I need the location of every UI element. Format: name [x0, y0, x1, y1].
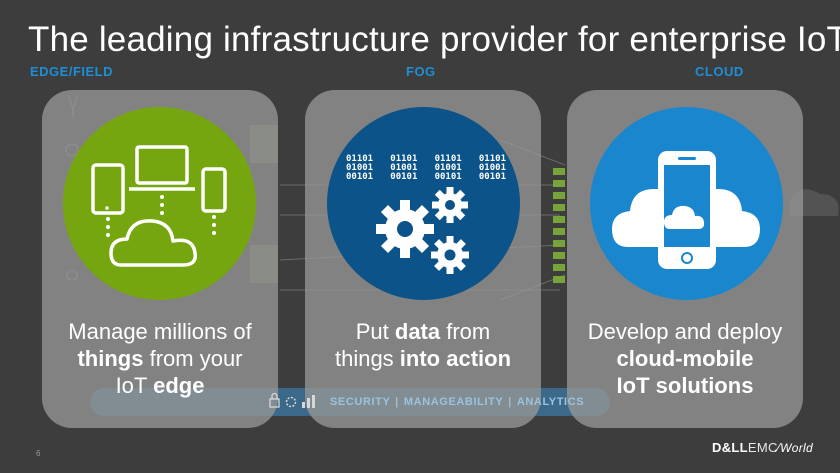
cloud-caption: Develop and deploy cloud-mobile IoT solu…: [567, 318, 803, 399]
analytics-label: ANALYTICS: [516, 396, 585, 408]
edge-circle: [63, 107, 256, 300]
binary-cell: 01101: [478, 154, 506, 164]
binary-cell: 00101: [434, 172, 462, 182]
logo-dell: D&LL: [712, 440, 748, 455]
binary-cell: 01001: [390, 163, 418, 173]
edge-caption-line1: Manage millions of: [68, 319, 252, 344]
fog-caption-tail: things: [334, 346, 400, 371]
tier-label-fog: FOG: [406, 64, 436, 79]
page-title: The leading infrastructure provider for …: [28, 20, 840, 59]
edge-caption: Manage millions of things from your IoT …: [42, 318, 278, 399]
binary-cell: 01101: [390, 154, 418, 164]
cloud-circle: [590, 107, 783, 300]
edge-caption-bold1: things: [77, 346, 144, 371]
cloud-caption-bold2: IoT solutions: [616, 373, 754, 398]
security-icons: [269, 392, 315, 408]
binary-cell: 01101: [434, 154, 462, 164]
mobile-cloud-icon: [612, 151, 760, 269]
tier-label-cloud: CLOUD: [695, 64, 744, 79]
logo-slash: ∕: [777, 440, 781, 455]
binary-cell: 00101: [346, 172, 374, 182]
slide-number: 6: [36, 449, 41, 458]
security-label: SECURITY: [330, 396, 391, 408]
cloud-caption-line1: Develop and deploy: [587, 319, 783, 344]
binary-cell: 01101: [346, 154, 374, 164]
binary-data: 01101 01101 01101 01101 01001 01001 0100…: [346, 155, 506, 182]
binary-cell: 00101: [390, 172, 418, 182]
binary-cell: 01001: [478, 163, 506, 173]
logo-world: World: [780, 441, 813, 455]
binary-cell: 01001: [346, 163, 374, 173]
fog-caption-pre: Put: [355, 319, 395, 344]
connected-devices-icon: [91, 145, 227, 267]
edge-caption-bold2: edge: [153, 373, 205, 398]
logo-emc: EMC: [747, 440, 778, 455]
binary-cell: 01001: [434, 163, 462, 173]
bottom-bar-labels: SECURITY|MANAGEABILITY|ANALYTICS: [330, 396, 585, 408]
fog-circle: [327, 107, 520, 300]
fog-caption: Put data from things into action: [305, 318, 541, 372]
binary-cell: 00101: [478, 172, 506, 182]
gears-icon: [376, 187, 469, 274]
cloud-caption-bold1: cloud-mobile: [616, 346, 754, 371]
manageability-label: MANAGEABILITY: [403, 396, 504, 408]
dell-emc-world-logo: D&LLEMC∕World: [712, 440, 813, 455]
edge-caption-tail: IoT: [115, 373, 154, 398]
fog-caption-bold2: into action: [399, 346, 512, 371]
fog-caption-mid: from: [440, 319, 491, 344]
fog-caption-bold1: data: [394, 319, 441, 344]
edge-caption-mid: from your: [143, 346, 243, 371]
tier-label-edge: EDGE/FIELD: [30, 64, 114, 79]
